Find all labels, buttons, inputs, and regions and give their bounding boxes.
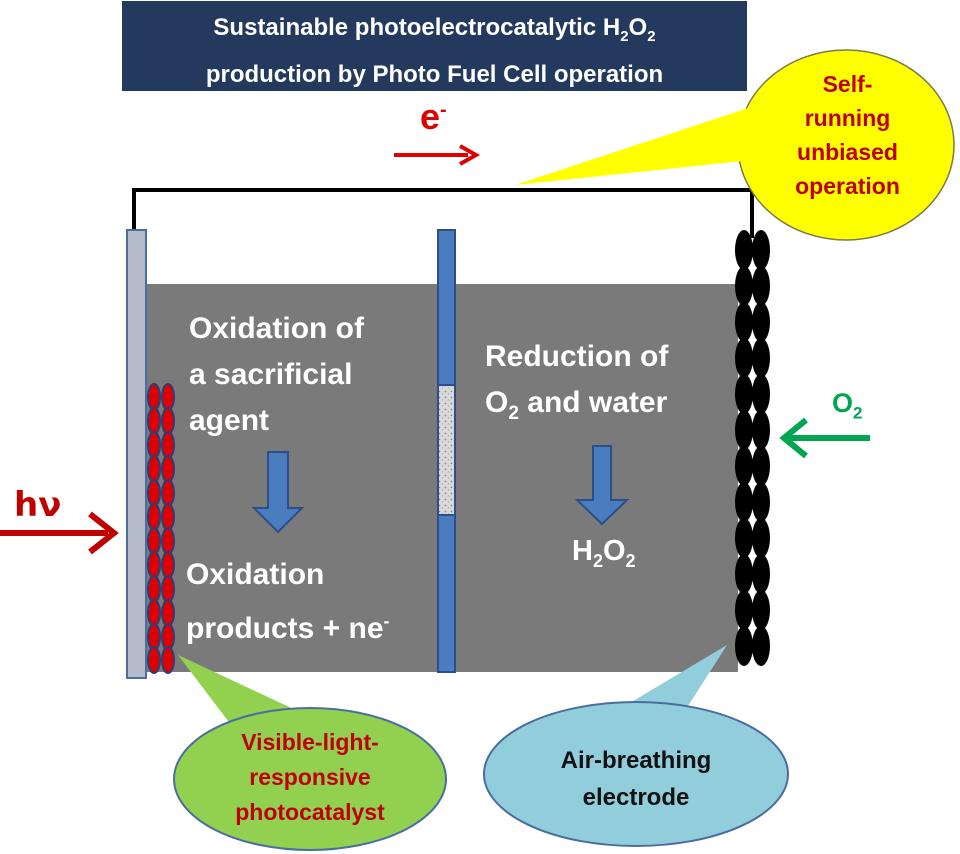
hydrogen-peroxide-label: H2O2 [572, 535, 636, 571]
membrane-bottom [437, 514, 456, 673]
title-line-2: production by Photo Fuel Cell operation [205, 60, 664, 88]
self-running-bubble [515, 49, 955, 241]
air-breathing-electrode [735, 230, 770, 666]
photocatalyst-bubble [173, 655, 447, 851]
title-banner: Sustainable photoelectrocatalytic H2O2 p… [122, 1, 747, 91]
membrane-top [437, 229, 456, 386]
light-arrow [0, 511, 119, 555]
light-label: hν [14, 485, 62, 525]
photoanode-plate [126, 229, 147, 679]
photocatalyst-label: Visible-light- responsive photocatalyst [235, 729, 385, 825]
oxygen-arrow [779, 417, 870, 459]
electron-label: e- [420, 96, 447, 137]
electrolyte-anode [145, 284, 441, 672]
reduction-label: Reduction of O2 and water [485, 340, 669, 424]
oxidation-down-arrow [251, 451, 305, 534]
self-running-label: Self- running unbiased operation [795, 71, 900, 199]
oxidation-label: Oxidation of a sacrificial agent [189, 312, 364, 437]
electron-flow-arrow [394, 144, 481, 166]
reduction-down-arrow [574, 445, 630, 526]
photocatalyst-particles [147, 383, 175, 674]
oxidation-products-label: Oxidation products + ne- [186, 558, 390, 645]
membrane-separator [437, 384, 456, 516]
circuit-wire [132, 188, 754, 238]
electrode-label: Air-breathing electrode [560, 747, 712, 811]
title-line-1: Sustainable photoelectrocatalytic H2O2 [213, 14, 656, 45]
electrode-bubble [483, 645, 789, 847]
oxygen-label: O2 [832, 388, 863, 423]
